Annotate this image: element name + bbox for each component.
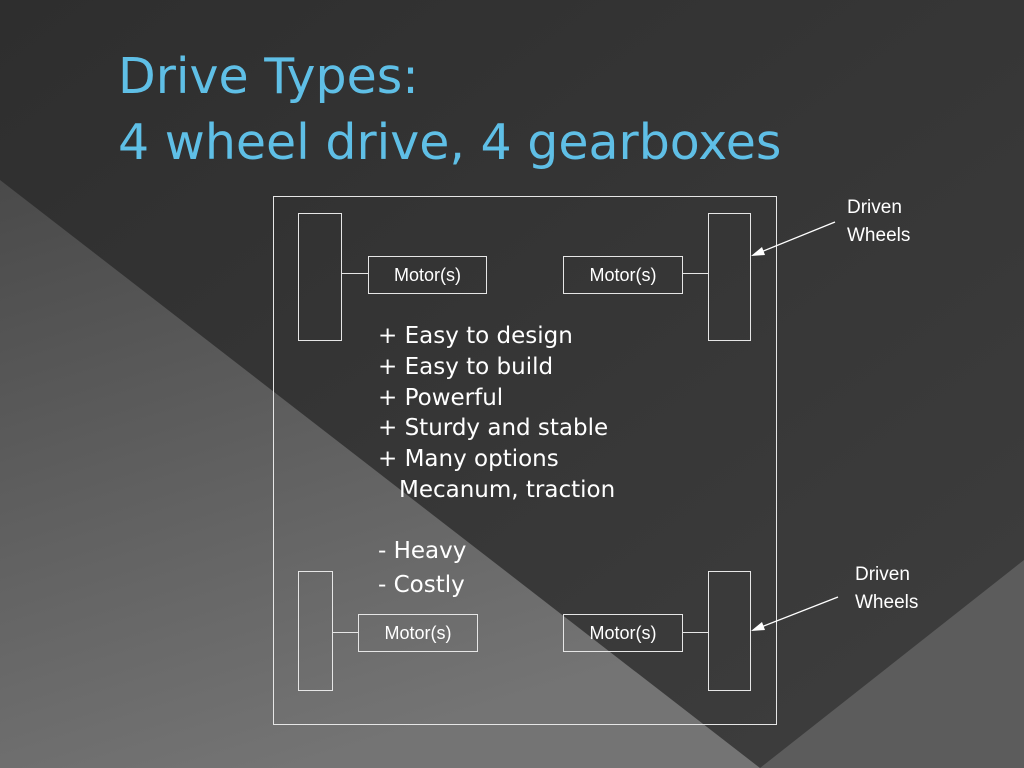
pro-item: + Powerful	[378, 384, 504, 411]
callout-top-line-2: Wheels	[847, 225, 911, 246]
pro-item-detail: Mecanum, traction	[399, 476, 616, 503]
arrow-line-top	[755, 221, 836, 255]
pros-cons-list: + Easy to design + Easy to build + Power…	[378, 321, 615, 600]
con-item: - Costly	[378, 571, 465, 598]
wheel-bottom-right	[708, 571, 751, 691]
callout-bottom-line-2: Wheels	[855, 592, 919, 613]
title-line-2: 4 wheel drive, 4 gearboxes	[118, 114, 782, 171]
arrowhead-bottom-icon	[751, 622, 765, 631]
motor-top-left: Motor(s)	[368, 256, 487, 294]
pro-item: + Many options	[378, 446, 559, 473]
chassis-frame	[273, 196, 777, 725]
slide-title: Drive Types: 4 wheel drive, 4 gearboxes	[118, 44, 781, 176]
background-corner-band	[760, 560, 1024, 768]
pro-item: + Easy to build	[378, 353, 554, 380]
shaft-top-left	[342, 273, 368, 274]
callout-driven-wheels-top: Driven Wheels	[847, 194, 910, 250]
shaft-bottom-left	[333, 632, 358, 633]
background-diagonal-band	[0, 180, 760, 768]
motor-bottom-right: Motor(s)	[563, 614, 683, 652]
callout-bottom-line-1: Driven	[855, 564, 910, 585]
motor-bottom-left: Motor(s)	[358, 614, 478, 652]
wheel-top-left	[298, 213, 342, 341]
callout-driven-wheels-bottom: Driven Wheels	[855, 561, 918, 617]
wheel-top-right	[708, 213, 751, 341]
title-line-1: Drive Types:	[118, 48, 419, 105]
con-item: - Heavy	[378, 537, 467, 564]
pro-item: + Easy to design	[378, 323, 573, 349]
wheel-bottom-left	[298, 571, 333, 691]
shaft-top-right	[683, 273, 708, 274]
motor-top-right: Motor(s)	[563, 256, 683, 294]
shaft-bottom-right	[683, 632, 708, 633]
callout-top-line-1: Driven	[847, 197, 902, 218]
pro-item: + Sturdy and stable	[378, 415, 609, 442]
arrowhead-top-icon	[751, 247, 765, 256]
arrow-line-bottom	[755, 596, 839, 630]
